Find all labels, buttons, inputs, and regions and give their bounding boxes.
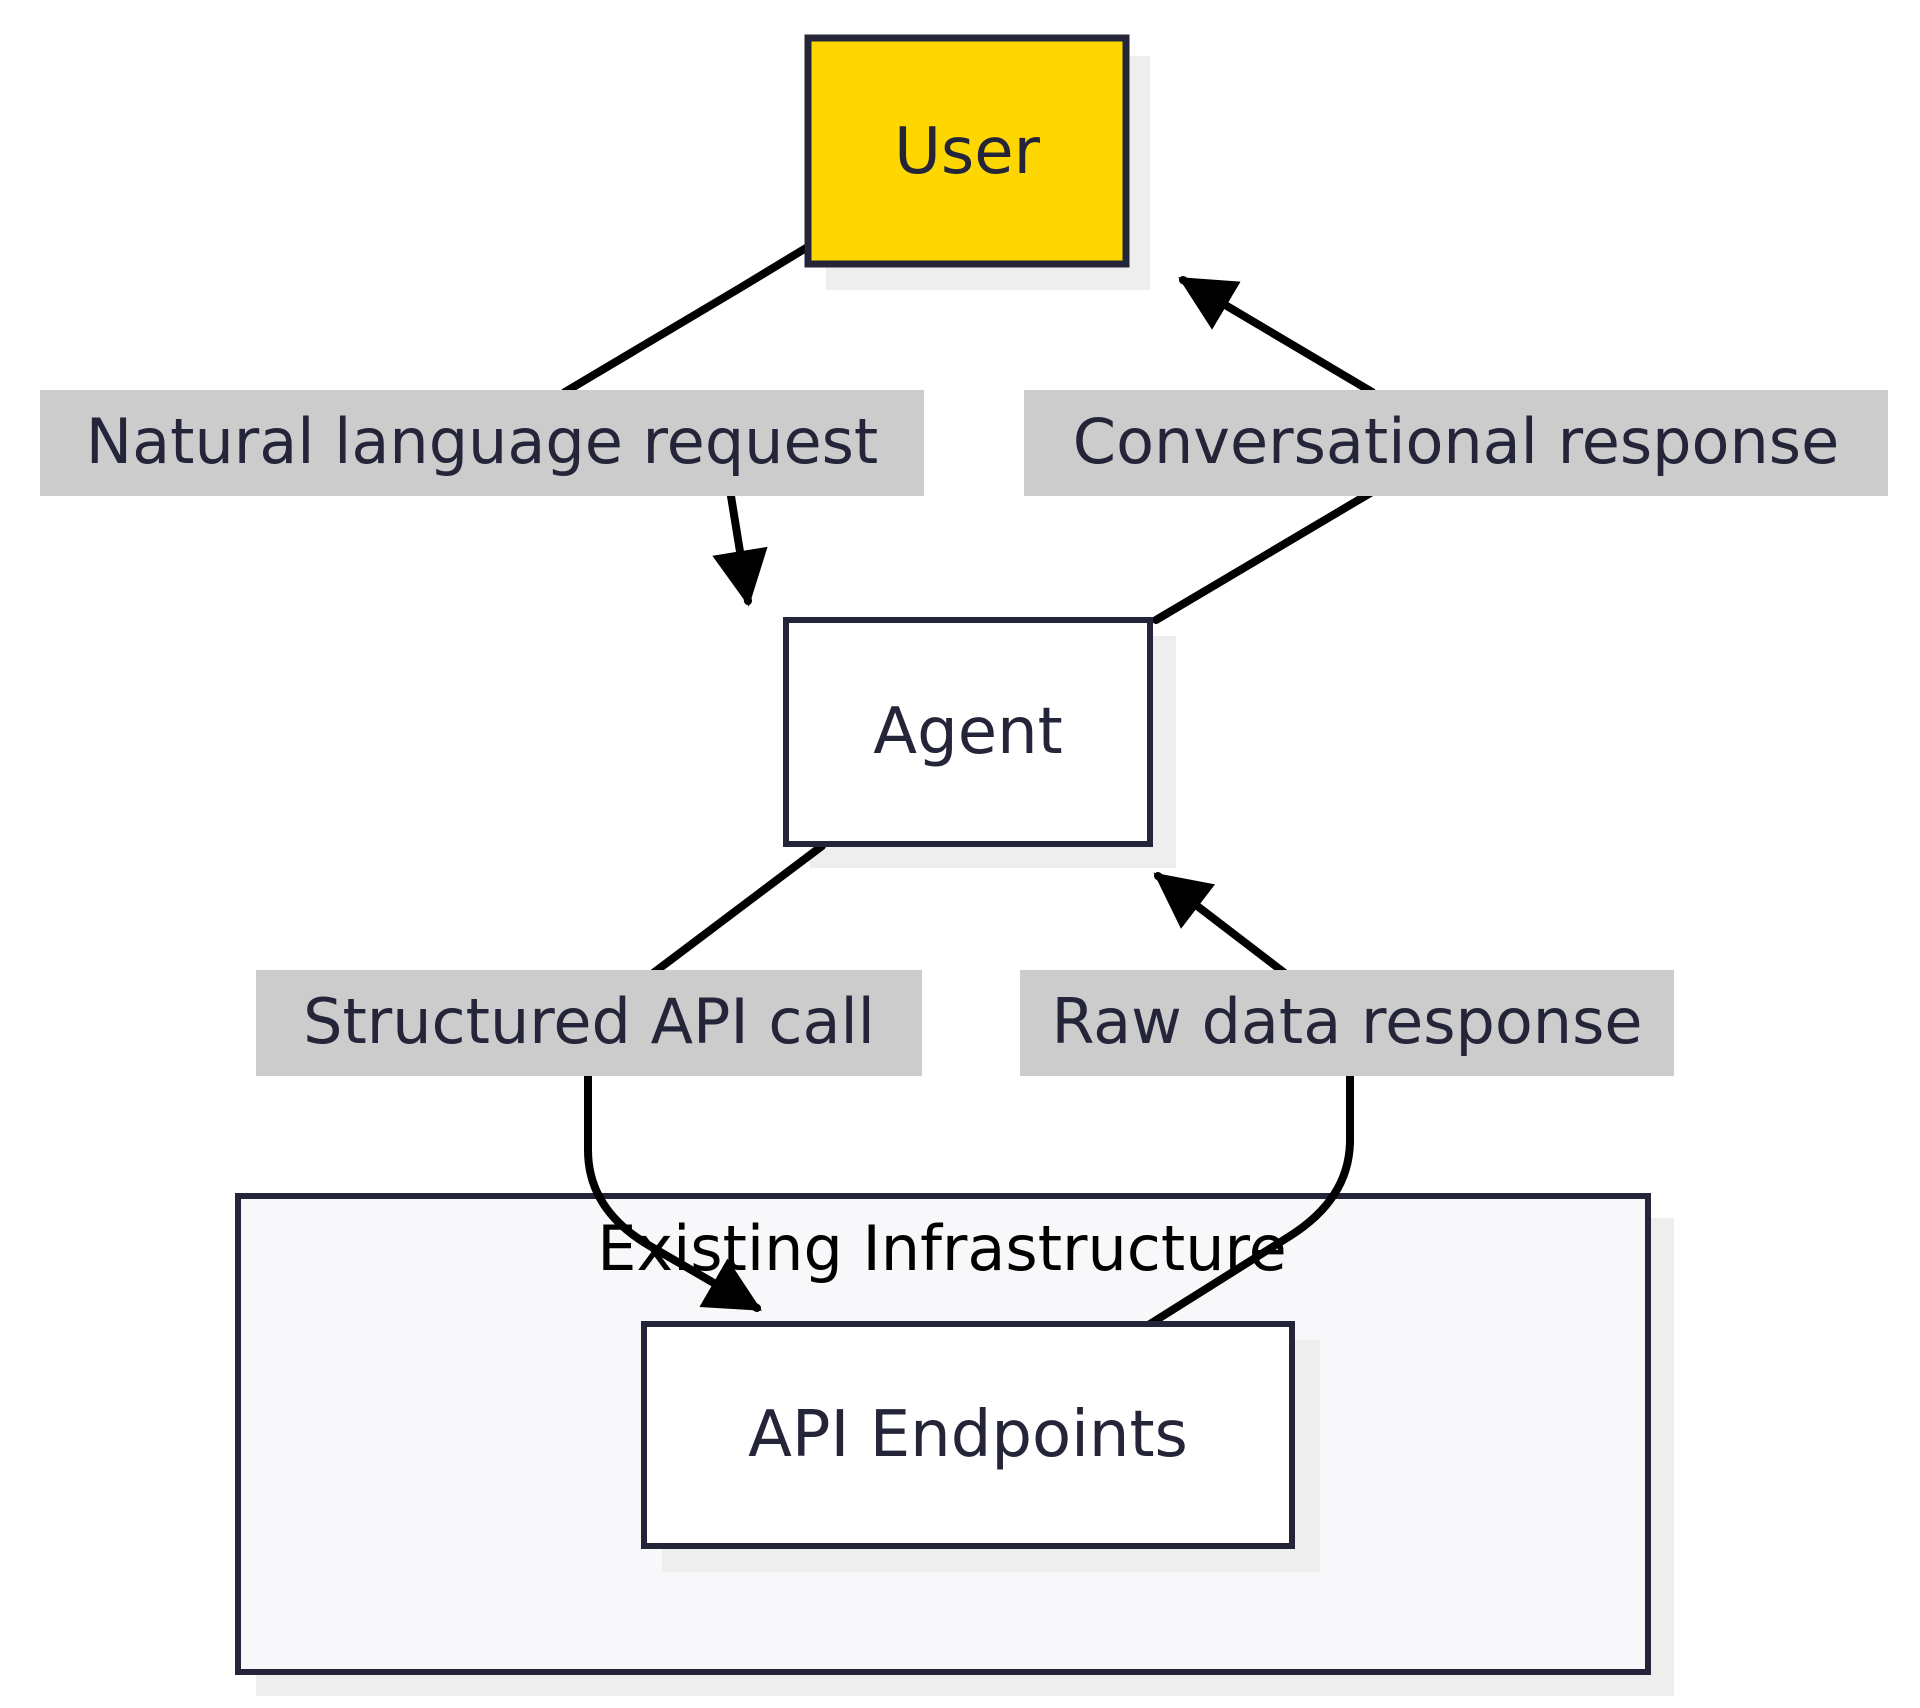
node-user-label: User (894, 115, 1041, 189)
edge-label-text: Conversational response (1073, 405, 1839, 478)
node-user[interactable]: User (804, 34, 1130, 268)
edge-label-bg (1020, 970, 1674, 1076)
edge-label-natural-language-request: Natural language request (40, 390, 924, 496)
edge-label-text: Raw data response (1051, 985, 1642, 1058)
edge-label-bg (256, 970, 922, 1076)
edge-label-text: Structured API call (303, 985, 875, 1058)
edge-api-to-agent (1146, 872, 1354, 1328)
node-api-endpoints-box[interactable] (641, 1321, 1295, 1549)
edge-label-raw-data-response: Raw data response (1020, 970, 1674, 1076)
node-agent-box[interactable] (783, 617, 1153, 847)
edge-label-bg (40, 390, 924, 496)
node-api-endpoints[interactable]: API Endpoints (641, 1321, 1295, 1549)
node-agent[interactable]: Agent (783, 617, 1153, 847)
cluster-label: Existing Infrastructure (597, 1212, 1287, 1285)
node-api-endpoints-label: API Endpoints (748, 1398, 1188, 1472)
edge-label-conversational-response: Conversational response (1024, 390, 1888, 496)
node-user-box[interactable] (804, 34, 1130, 268)
node-agent-label: Agent (873, 695, 1062, 769)
edge-label-bg (1024, 390, 1888, 496)
edge-agent-to-api (584, 842, 826, 1312)
edge-label-text: Natural language request (86, 405, 878, 478)
edge-label-structured-api-call: Structured API call (256, 970, 922, 1076)
